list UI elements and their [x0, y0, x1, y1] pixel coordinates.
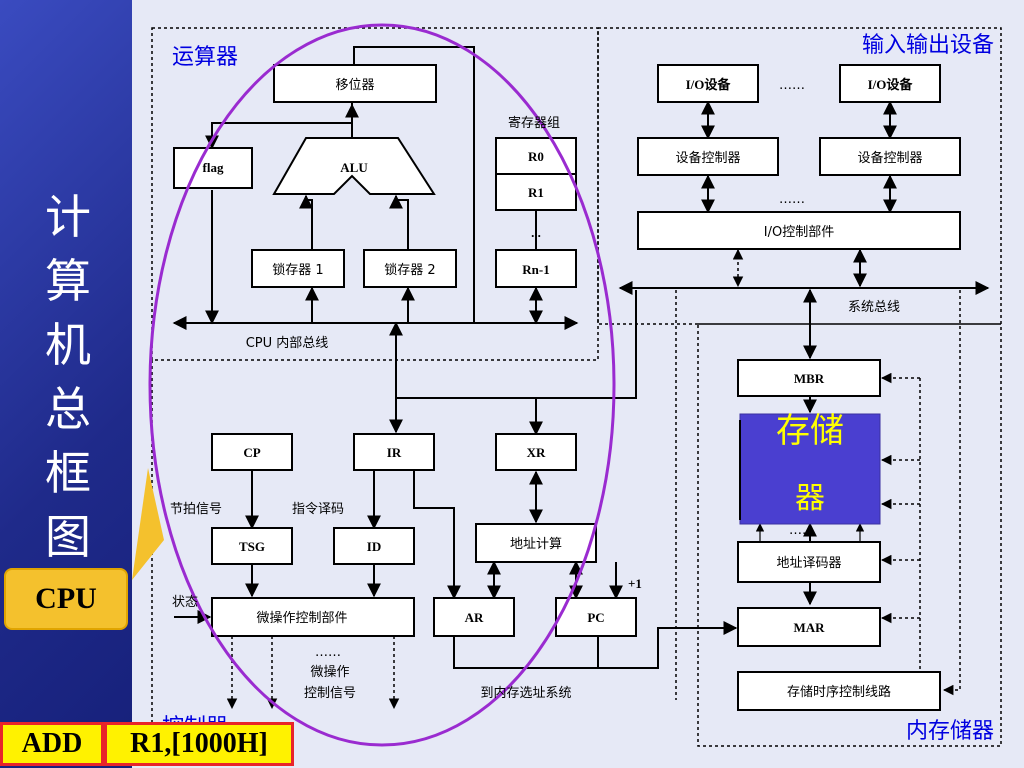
xr-label: XR [527, 445, 546, 460]
r1-label: R1 [528, 185, 544, 200]
system-bus-label: 系统总线 [848, 300, 900, 315]
alu-shape [272, 137, 436, 195]
rn1-label: Rn-1 [522, 262, 549, 277]
r0-label: R0 [528, 149, 544, 164]
io-dots-2: …… [779, 192, 805, 207]
instruction-bar: ADD R1,[1000H] [0, 722, 294, 766]
computer-block-diagram: 运算器 输入输出设备 控制器 内存储器 移位器 flag ALU 锁存器 1 锁… [132, 23, 1002, 747]
ir-box [353, 433, 435, 471]
micro-ctrl-box [211, 597, 415, 637]
latch2-box [363, 249, 457, 288]
clock-signal-label: 节拍信号 [170, 502, 222, 517]
micro-dots: …… [315, 645, 341, 660]
alu-label: ALU [340, 160, 368, 175]
plus-one-label: +1 [628, 576, 642, 591]
latch1-label: 锁存器 1 [272, 262, 323, 278]
micro-ctrl-label: 微操作控制部件 [256, 610, 347, 626]
flag-box [173, 147, 253, 189]
alu-section-title: 运算器 [172, 45, 238, 70]
addr-decoder-label: 地址译码器 [776, 556, 841, 571]
memory-label-line1: 存储 [776, 411, 844, 451]
id-label: ID [367, 539, 381, 554]
io-device-1-label: I/O设备 [686, 77, 732, 92]
addr-decoder-box [737, 541, 881, 583]
id-box [333, 527, 415, 565]
cp-label: CP [243, 445, 260, 460]
controller-2-box [819, 137, 961, 176]
mbr-label: MBR [794, 371, 825, 386]
r1-box [495, 173, 577, 211]
opcode-box: ADD [0, 722, 104, 766]
latch2-label: 锁存器 2 [384, 262, 435, 278]
pc-label: PC [587, 610, 604, 625]
shifter-box [273, 64, 437, 103]
ar-box [433, 597, 515, 637]
io-device-2-box [839, 64, 941, 103]
callout-pointer [132, 468, 164, 580]
slide-title: 计算机总框图 [45, 190, 91, 564]
micro-signal-line1: 微操作 [310, 664, 349, 680]
micro-signal-line2: 控制信号 [304, 686, 356, 701]
latch1-box [251, 249, 345, 288]
io-section-title: 输入输出设备 [862, 33, 994, 58]
addr-calc-box [475, 523, 597, 563]
memory-label-line2: 器 [795, 481, 825, 516]
io-control-box [637, 211, 961, 250]
addr-calc-label: 地址计算 [510, 537, 562, 552]
io-dots-1: …… [779, 78, 805, 93]
xr-box [495, 433, 577, 471]
io-frame [597, 27, 1002, 325]
mar-box [737, 607, 881, 647]
mar-label: MAR [793, 620, 825, 635]
memory-block [739, 413, 881, 525]
status-label: 状态 [172, 595, 198, 610]
diagram-area: 运算器 输入输出设备 控制器 内存储器 移位器 flag ALU 锁存器 1 锁… [132, 0, 1024, 768]
cpu-bus-label: CPU 内部总线 [246, 335, 329, 351]
to-memory-label: 到内存选址系统 [480, 685, 571, 701]
controller-1-label: 设备控制器 [675, 150, 740, 166]
flag-label: flag [203, 160, 224, 175]
cp-box [211, 433, 293, 471]
io-device-2-label: I/O设备 [868, 77, 914, 92]
ar-label: AR [465, 610, 484, 625]
mem-timing-box [737, 671, 941, 711]
shifter-label: 移位器 [335, 78, 374, 93]
tsg-box [211, 527, 293, 565]
controller-2-label: 设备控制器 [857, 150, 922, 166]
rn1-box [495, 249, 577, 288]
io-device-1-box [657, 64, 759, 103]
memory-section-title: 内存储器 [906, 719, 994, 744]
operands-box: R1,[1000H] [104, 722, 294, 766]
register-group-label: 寄存器组 [508, 115, 560, 131]
reg-dots: ... [531, 225, 541, 240]
mem-dots: …… [789, 523, 815, 538]
blocks [173, 64, 961, 711]
io-control-label: I/O控制部件 [764, 225, 834, 240]
sidebar: 计算机总框图 CPU [0, 0, 132, 768]
controller-1-box [637, 137, 779, 176]
cpu-ellipse [148, 23, 616, 747]
mem-timing-label: 存储时序控制线路 [787, 684, 891, 700]
cpu-callout: CPU [4, 568, 128, 630]
mbr-box [737, 359, 881, 397]
instr-decode-label: 指令译码 [292, 502, 344, 517]
memory-frame [697, 323, 1002, 747]
ir-label: IR [387, 445, 402, 460]
tsg-label: TSG [239, 539, 265, 554]
pc-box [555, 597, 637, 637]
